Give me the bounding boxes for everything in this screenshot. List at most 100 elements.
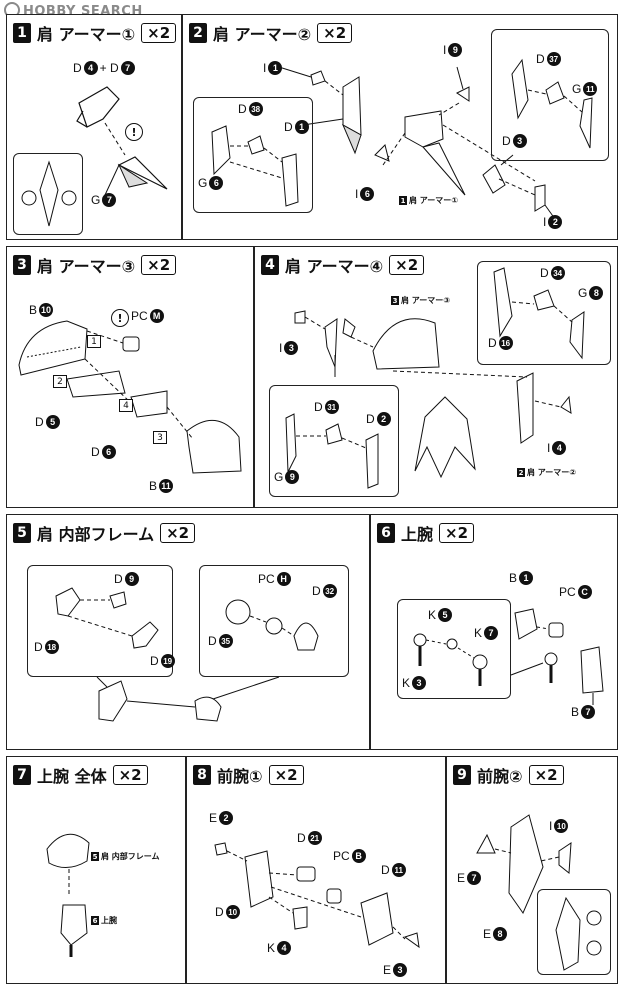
quantity-badge: ×2 — [160, 523, 196, 543]
sticker-icon — [586, 910, 602, 926]
step-number: 7 — [13, 765, 31, 785]
quantity-badge: ×2 — [268, 765, 304, 785]
forearm-2-illustration — [476, 814, 572, 915]
sub-step-marker: 3 — [153, 431, 167, 444]
sticker-icon — [61, 190, 77, 206]
inner-frame-illustration — [96, 676, 280, 722]
step-title: 上腕 — [401, 525, 434, 544]
step-header: 4 肩 アーマー④ ×2 — [261, 253, 425, 277]
shoulder-armor-1-illustration — [76, 86, 168, 196]
step-number: 9 — [453, 765, 471, 785]
quantity-badge: ×2 — [141, 255, 177, 275]
caution-icon: ! — [125, 123, 143, 141]
step-title: 前腕② — [477, 767, 523, 786]
sub-step-marker: 1 — [87, 335, 101, 348]
step-header: 7 上腕 全体 ×2 — [13, 763, 148, 787]
step-number: 6 — [377, 523, 395, 543]
step-number: 8 — [193, 765, 211, 785]
upper-arm-assembly-illustration — [46, 833, 90, 957]
step-number: 1 — [13, 23, 31, 43]
step-header: 8 前腕① ×2 — [193, 763, 304, 787]
quantity-badge: ×2 — [317, 23, 353, 43]
sub-step-marker: 4 — [119, 399, 133, 412]
step-header: 9 前腕② ×2 — [453, 763, 564, 787]
quantity-badge: ×2 — [389, 255, 425, 275]
shoulder-armor-3-illustration — [18, 320, 242, 474]
upper-arm-illustration — [510, 608, 604, 705]
detail-callout-box — [13, 153, 83, 235]
step-title: 肩 アーマー① — [37, 25, 136, 44]
step-title: 肩 アーマー④ — [285, 257, 384, 276]
detail-callout-box — [537, 889, 611, 975]
quantity-badge: ×2 — [141, 23, 177, 43]
step-header: 1 肩 アーマー① ×2 — [13, 21, 177, 45]
forearm-1-illustration — [214, 842, 420, 949]
quantity-badge: ×2 — [528, 765, 564, 785]
step-header: 3 肩 アーマー③ ×2 — [13, 253, 177, 277]
step-title: 肩 内部フレーム — [37, 525, 155, 544]
sticker-icon — [586, 940, 602, 956]
step-title: 上腕 全体 — [37, 767, 107, 786]
step-title: 前腕① — [217, 767, 263, 786]
caution-icon: ! — [111, 309, 129, 327]
step-number: 5 — [13, 523, 31, 543]
step-header: 5 肩 内部フレーム ×2 — [13, 521, 196, 545]
step-header: 6 上腕 ×2 — [377, 521, 475, 545]
step-number: 2 — [189, 23, 207, 43]
step-title: 肩 アーマー③ — [37, 257, 136, 276]
